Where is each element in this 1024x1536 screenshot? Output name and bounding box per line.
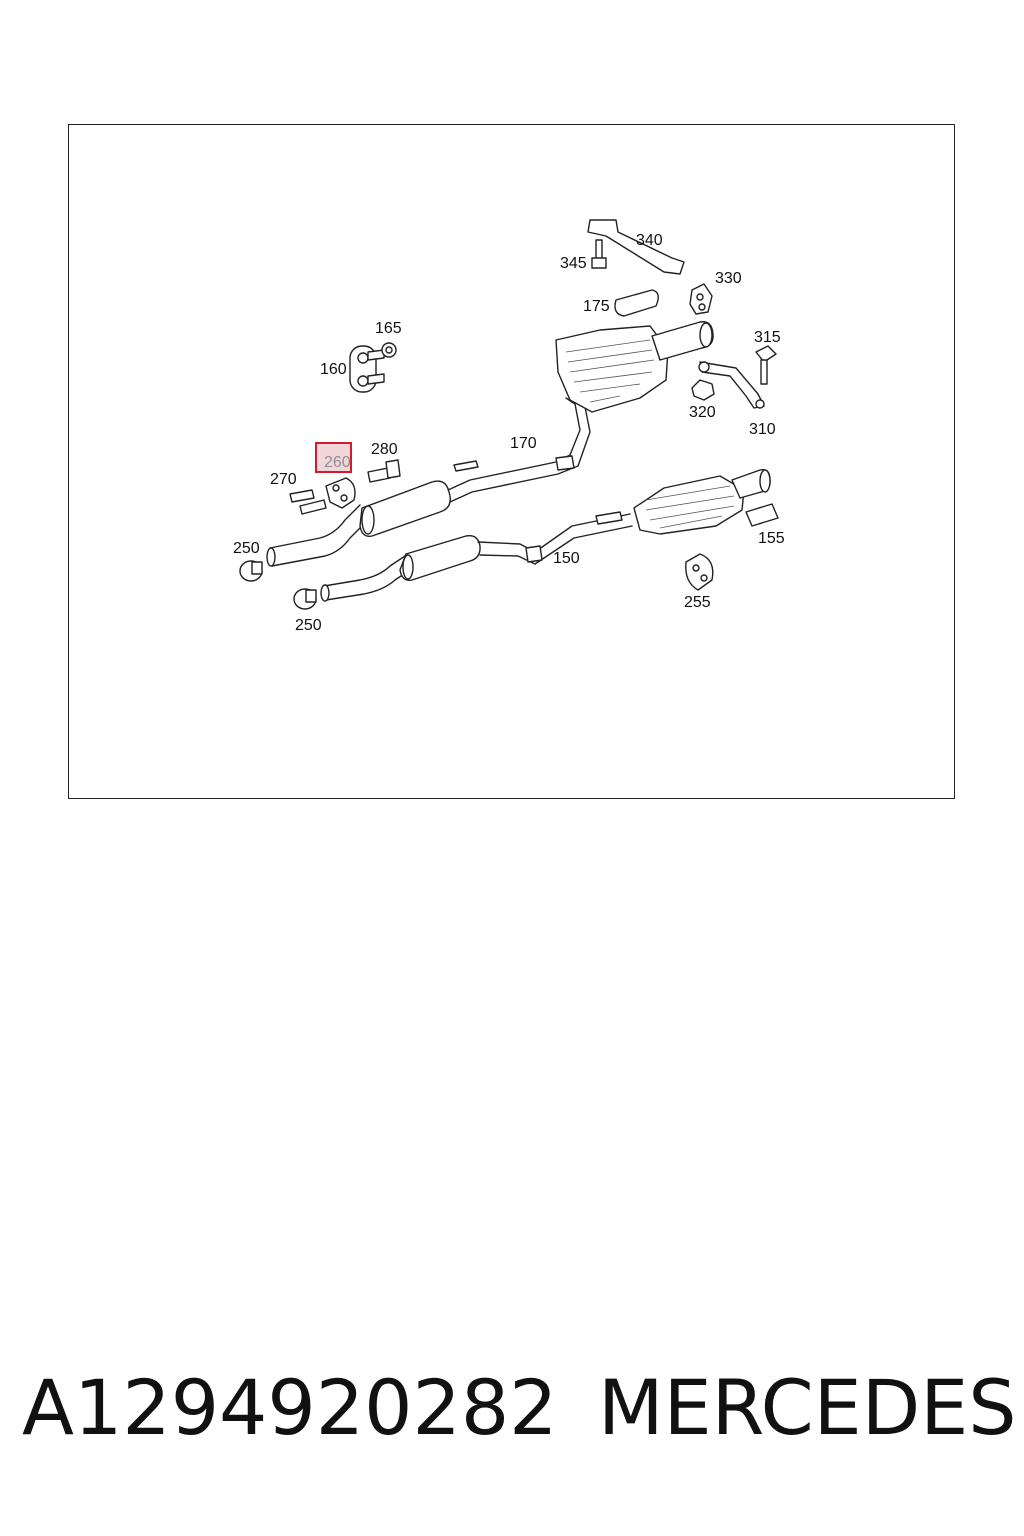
callout-280: 280 xyxy=(371,441,398,458)
callout-310: 310 xyxy=(749,421,776,438)
bolt-345 xyxy=(591,239,607,269)
callout-330: 330 xyxy=(715,270,742,287)
callout-270: 270 xyxy=(270,471,297,488)
nut-165 xyxy=(381,342,397,358)
callout-260: 260 xyxy=(324,454,351,471)
bolt-270 xyxy=(289,489,327,515)
rear-muffler-upper xyxy=(555,321,714,413)
callout-340: 340 xyxy=(636,232,663,249)
callout-320: 320 xyxy=(689,404,716,421)
pipe-clamp-170 xyxy=(453,455,575,472)
highlighted-callout: 260 xyxy=(315,442,352,473)
front-muffler-lower xyxy=(399,511,633,581)
callout-315: 315 xyxy=(754,329,781,346)
brand-name: MERCEDES xyxy=(598,1363,1017,1452)
front-pipe-upper xyxy=(266,504,369,567)
callout-175: 175 xyxy=(583,298,610,315)
nut-320 xyxy=(691,379,715,401)
front-pipe-lower xyxy=(320,555,411,602)
diagram-frame xyxy=(68,124,955,799)
bracket-310 xyxy=(698,361,765,409)
hanger-330 xyxy=(689,283,713,315)
clamp-155 xyxy=(745,503,779,527)
callout-155: 155 xyxy=(758,530,785,547)
clamp-160 xyxy=(349,345,385,393)
callout-165: 165 xyxy=(375,320,402,337)
clamp-250-upper xyxy=(239,560,263,582)
highlight-box xyxy=(315,442,352,473)
bolt-315 xyxy=(755,345,777,385)
callout-150: 150 xyxy=(553,550,580,567)
clamp-175 xyxy=(614,289,659,317)
part-number: A1294920282 xyxy=(22,1363,558,1452)
rear-muffler-lower xyxy=(633,469,771,535)
bolt-280 xyxy=(367,459,401,483)
callout-170: 170 xyxy=(510,435,537,452)
callout-160: 160 xyxy=(320,361,347,378)
callout-255: 255 xyxy=(684,594,711,611)
callout-345: 345 xyxy=(560,255,587,272)
callout-250-upper: 250 xyxy=(233,540,260,557)
hanger-260 xyxy=(325,477,356,509)
callout-250-lower: 250 xyxy=(295,617,322,634)
hanger-255 xyxy=(685,553,714,591)
clamp-250-lower xyxy=(293,588,317,610)
bracket-340 xyxy=(587,219,685,275)
